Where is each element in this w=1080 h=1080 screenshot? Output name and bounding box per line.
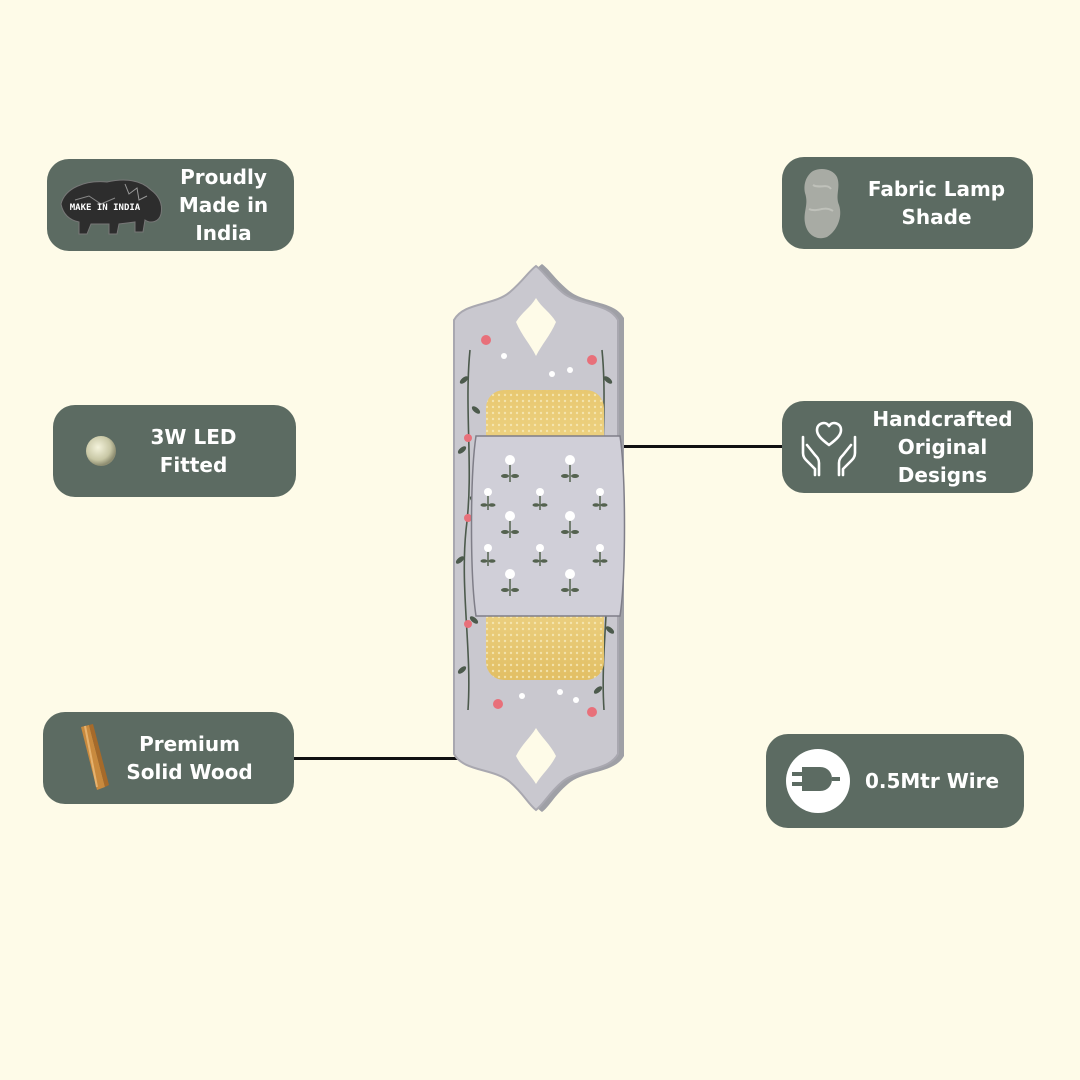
handcrafted-label: Handcrafted Original Designs <box>872 407 1013 487</box>
fabric-swatch-icon <box>794 165 850 241</box>
heart-hands-icon <box>796 415 862 479</box>
made-in-india-badge: MAKE IN INDIA Proudly Made in India <box>47 159 294 251</box>
wood-label: Premium Solid Wood <box>126 732 253 784</box>
made-in-india-label: Proudly Made in India <box>178 165 269 245</box>
wire-badge: 0.5Mtr Wire <box>766 734 1024 828</box>
fabric-shade-label: Fabric Lamp Shade <box>867 177 1006 229</box>
power-plug-icon <box>780 745 856 817</box>
make-in-india-lion-icon: MAKE IN INDIA <box>53 170 171 240</box>
led-bulb-icon <box>81 434 121 468</box>
wire-label: 0.5Mtr Wire <box>864 769 1000 793</box>
wall-lamp-illustration <box>430 260 650 824</box>
wood-plank-icon <box>73 723 113 793</box>
connector-line-wood <box>294 757 506 760</box>
make-in-india-logo-text: MAKE IN INDIA <box>70 203 141 213</box>
connector-line-handcrafted <box>622 445 782 448</box>
led-badge: 3W LED Fitted <box>53 405 296 497</box>
handcrafted-badge: Handcrafted Original Designs <box>782 401 1033 493</box>
led-label: 3W LED Fitted <box>150 425 237 477</box>
fabric-shade-badge: Fabric Lamp Shade <box>782 157 1033 249</box>
wood-badge: Premium Solid Wood <box>43 712 294 804</box>
